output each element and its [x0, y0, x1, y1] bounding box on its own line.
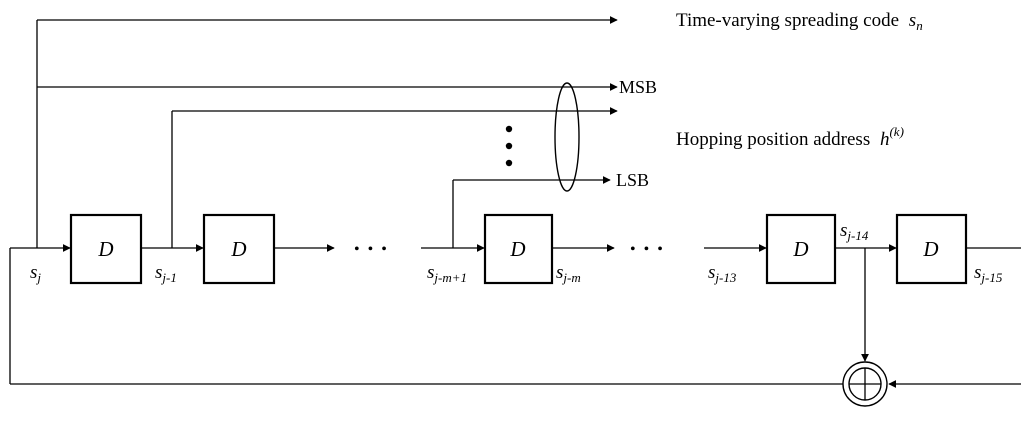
- xor-adder: [842, 361, 888, 407]
- lsb-label: LSB: [616, 170, 649, 190]
- delay-cell-m: D: [483, 213, 554, 285]
- tap-label-sj-m: sj-m: [556, 262, 581, 285]
- vertical-ellipsis: [505, 125, 513, 167]
- spreading-code-output-line: [36, 16, 618, 248]
- register-ellipsis-2: • • •: [630, 241, 665, 258]
- delay-cell-14: D: [765, 213, 837, 285]
- delay-cell-2: D: [202, 213, 276, 285]
- hopping-address-label: Hopping position address h(k): [676, 124, 904, 150]
- tap-label-sj-1: sj-1: [155, 262, 177, 285]
- tap-label-sj-14: sj-14: [840, 220, 869, 243]
- register-ellipsis-1: • • •: [354, 241, 389, 258]
- tap-label-sj-13: sj-13: [708, 262, 737, 285]
- address-bus-ellipse: [554, 82, 580, 192]
- tap-label-sj: sj: [30, 262, 41, 285]
- svg-text:D: D: [792, 237, 808, 261]
- lsb-output-line: [452, 176, 611, 248]
- delay-cell-1: D: [69, 213, 143, 285]
- hop-bit-2-line: [171, 107, 618, 248]
- svg-text:D: D: [509, 237, 525, 261]
- svg-text:D: D: [922, 237, 938, 261]
- msb-label: MSB: [619, 77, 657, 97]
- svg-text:D: D: [97, 237, 113, 261]
- delay-cell-15: D: [895, 213, 968, 285]
- svg-text:D: D: [230, 237, 246, 261]
- tap-label-sj-m+1: sj-m+1: [427, 262, 467, 285]
- spreading-code-label: Time-varying spreading code sn: [676, 10, 923, 33]
- feedback-return-loop: [9, 248, 843, 385]
- tap-label-sj-15: sj-15: [974, 262, 1003, 285]
